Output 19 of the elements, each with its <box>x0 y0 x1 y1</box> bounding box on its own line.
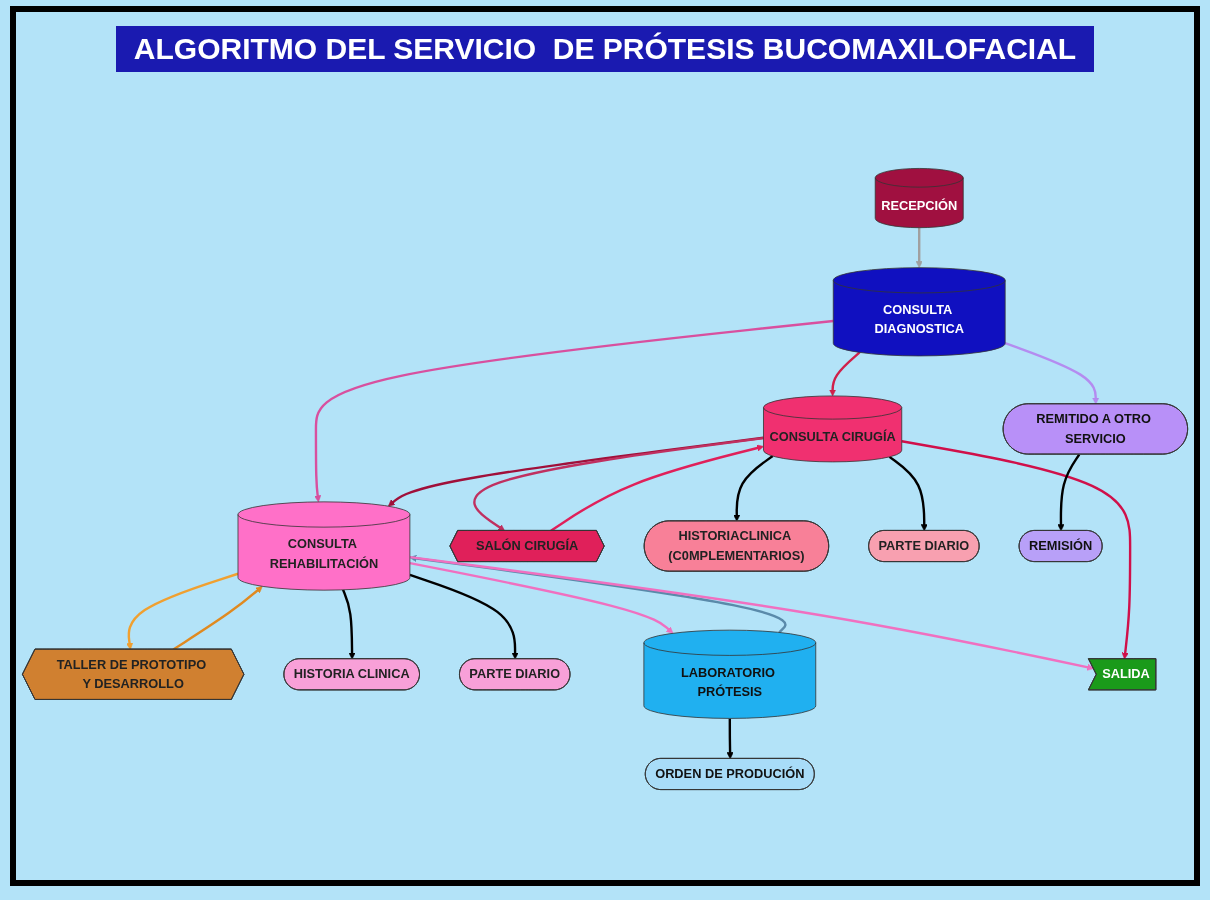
arrow <box>409 554 787 634</box>
arrow <box>550 444 764 532</box>
arrow <box>1004 341 1100 405</box>
arrow <box>341 589 356 660</box>
arrow <box>409 556 1094 671</box>
arrow <box>314 319 834 503</box>
arrow <box>733 455 774 522</box>
arrow <box>172 586 263 651</box>
arrow <box>473 436 764 532</box>
arrow <box>901 440 1132 660</box>
arrow <box>726 718 734 760</box>
title-banner: ALGORITMO DEL SERVICIO DE PRÓTESIS BUCOMAXILOFACIAL <box>115 26 1095 72</box>
arrow <box>888 455 928 532</box>
arrow <box>126 572 239 650</box>
arrow <box>1057 453 1081 532</box>
arrow <box>829 351 861 397</box>
arrow <box>409 573 519 660</box>
arrow <box>915 227 923 268</box>
arrow <box>409 561 674 634</box>
